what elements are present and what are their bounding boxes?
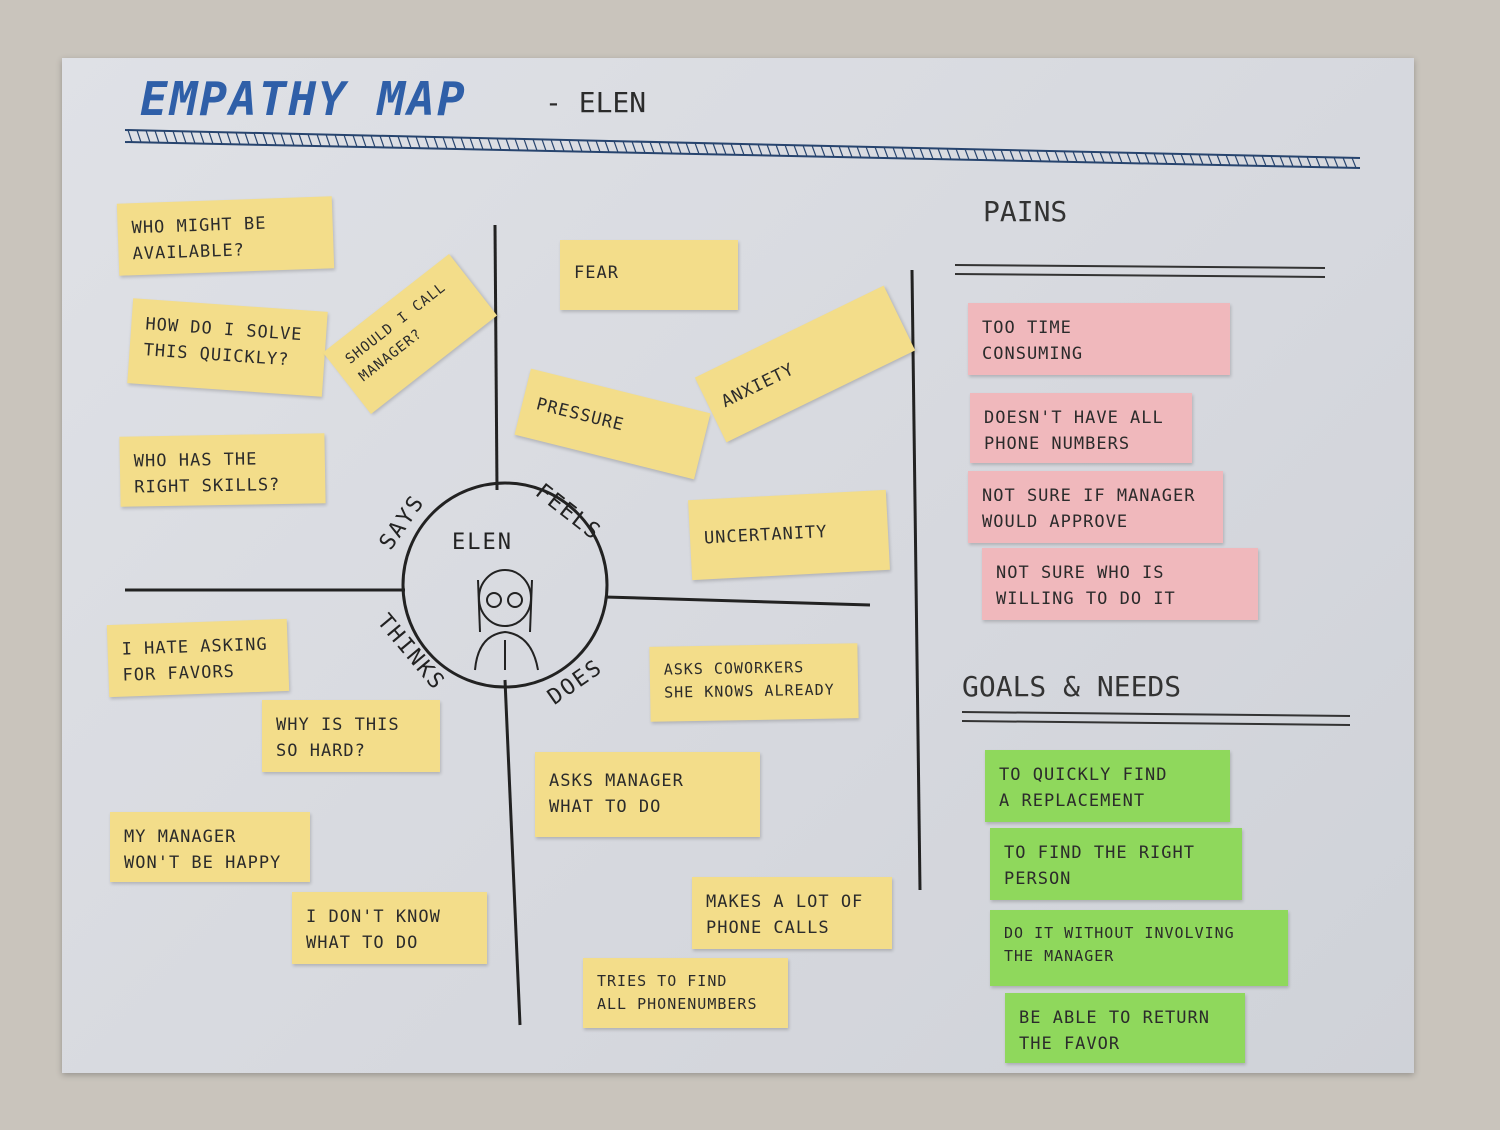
says-note: HOW DO I SOLVE THIS QUICKLY? <box>127 298 328 397</box>
does-note: TRIES TO FIND ALL PHONENUMBERS <box>583 958 788 1028</box>
thinks-note: MY MANAGER WON'T BE HAPPY <box>110 812 310 882</box>
does-note: MAKES A LOT OF PHONE CALLS <box>692 877 892 949</box>
pain-note: NOT SURE IF MANAGER WOULD APPROVE <box>968 471 1223 543</box>
title-persona: - ELEN <box>545 86 647 119</box>
pains-heading: PAINS <box>983 195 1068 228</box>
persona-drawing <box>474 569 539 671</box>
goal-note: BE ABLE TO RETURN THE FAVOR <box>1005 993 1245 1063</box>
goal-note: TO FIND THE RIGHT PERSON <box>990 828 1242 900</box>
feels-note: UNCERTANITY <box>688 489 890 581</box>
pain-note: NOT SURE WHO IS WILLING TO DO IT <box>982 548 1258 620</box>
pain-note: DOESN'T HAVE ALL PHONE NUMBERS <box>970 393 1192 463</box>
quadrant-axes <box>125 224 922 1026</box>
thinks-note: I HATE ASKING FOR FAVORS <box>106 618 290 698</box>
says-note: WHO MIGHT BE AVAILABLE? <box>116 196 335 276</box>
goals-heading: GOALS & NEEDS <box>962 670 1182 703</box>
persona-circle <box>401 481 609 689</box>
pain-note: TOO TIME CONSUMING <box>968 303 1230 375</box>
says-note: WHO HAS THE RIGHT SKILLS? <box>119 433 326 507</box>
does-note: ASKS MANAGER WHAT TO DO <box>535 752 760 837</box>
title-underline-hatching <box>127 129 1357 169</box>
thinks-note: I DON'T KNOW WHAT TO DO <box>292 892 487 964</box>
goal-note: DO IT WITHOUT INVOLVING THE MANAGER <box>990 910 1288 986</box>
section-rules <box>954 264 1351 726</box>
goal-note: TO QUICKLY FIND A REPLACEMENT <box>985 750 1230 822</box>
persona-name: ELEN <box>452 530 513 555</box>
page-title: EMPATHY MAP <box>140 72 467 126</box>
does-note: ASKS COWORKERS SHE KNOWS ALREADY <box>649 643 859 722</box>
thinks-note: WHY IS THIS SO HARD? <box>262 700 440 772</box>
feels-note: FEAR <box>560 240 738 310</box>
